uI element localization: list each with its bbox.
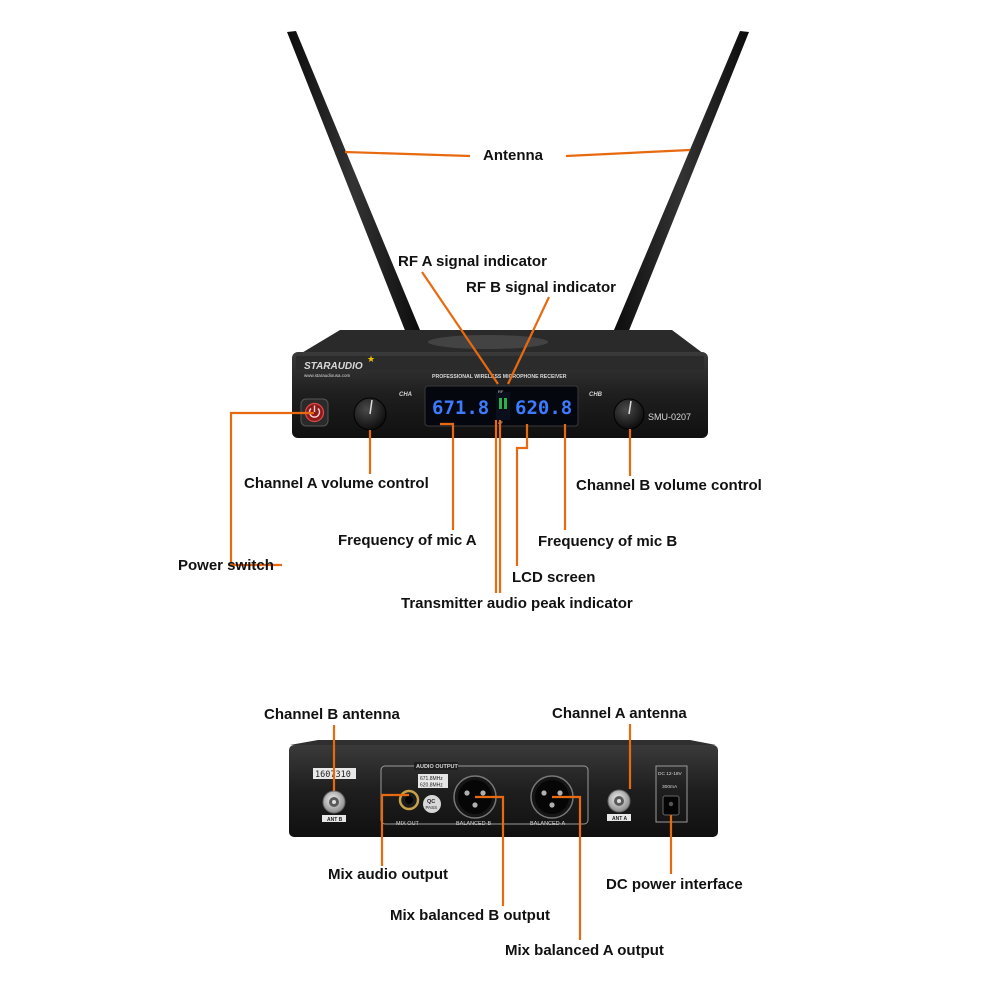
front-leader-lines — [229, 148, 691, 593]
chb-label: CHB — [589, 392, 603, 398]
dc-rating: DC 12-18V — [658, 771, 683, 777]
label-ch-b-volume: Channel B volume control — [576, 477, 762, 494]
front-receiver: STARAUDIO ★ www.staraudiousa.com PROFESS… — [287, 31, 749, 438]
audio-output-title: AUDIO OUTPUT — [416, 764, 459, 770]
label-power-switch: Power switch — [178, 557, 274, 574]
label-freq-b: Frequency of mic B — [538, 533, 677, 550]
model-number: SMU-0207 — [648, 412, 691, 422]
dc-current: 300mA — [662, 784, 678, 790]
qc-pass-sticker — [423, 795, 441, 813]
label-freq-a: Frequency of mic A — [338, 532, 477, 549]
label-mix-bal-a: Mix balanced A output — [505, 942, 664, 959]
label-ch-a-antenna: Channel A antenna — [552, 705, 687, 722]
label-rf-a: RF A signal indicator — [398, 253, 547, 270]
rf-tag: RF — [498, 389, 504, 394]
label-ch-b-antenna: Channel B antenna — [264, 706, 401, 723]
rf-b-indicator — [504, 398, 507, 409]
balanced-b-tag: BALANCED-B — [456, 821, 491, 827]
brand-website: www.staraudiousa.com — [304, 373, 351, 378]
ant-a-tag: ANT A — [612, 816, 627, 822]
star-icon: ★ — [367, 354, 375, 364]
power-icon — [308, 405, 321, 418]
freq-sticker-2: 620.8MHz — [420, 783, 443, 789]
label-mix-audio: Mix audio output — [328, 866, 448, 883]
qc-text: QC — [427, 799, 435, 805]
mix-out-tag: MIX OUT — [396, 821, 420, 827]
front-labels: Antenna RF A signal indicator RF B signa… — [178, 147, 762, 612]
label-mix-bal-b: Mix balanced B output — [390, 907, 550, 924]
rear-leader-lines — [332, 724, 673, 940]
frequency-display-a: 671.8 — [432, 397, 489, 419]
left-antenna — [287, 31, 420, 333]
label-dc-power: DC power interface — [606, 876, 743, 893]
brand-logo: STARAUDIO — [304, 361, 363, 372]
pass-text: PASS — [426, 805, 438, 810]
cha-label: CHA — [399, 392, 412, 398]
right-antenna — [614, 31, 749, 333]
product-line: PROFESSIONAL WIRELESS MICROPHONE RECEIVE… — [432, 374, 567, 380]
freq-sticker-1: 671.8MHz — [420, 776, 443, 782]
ant-b-tag: ANT B — [327, 817, 343, 823]
rf-a-indicator — [499, 398, 502, 409]
balanced-a-tag: BALANCED-A — [530, 821, 565, 827]
label-peak: Transmitter audio peak indicator — [401, 595, 633, 612]
label-rf-b: RF B signal indicator — [466, 279, 616, 296]
label-lcd: LCD screen — [512, 569, 595, 586]
rear-labels: Channel B antenna Channel A antenna Mix … — [264, 705, 743, 959]
label-ch-a-volume: Channel A volume control — [244, 475, 429, 492]
frequency-display-b: 620.8 — [515, 397, 572, 419]
label-antenna: Antenna — [483, 147, 544, 164]
